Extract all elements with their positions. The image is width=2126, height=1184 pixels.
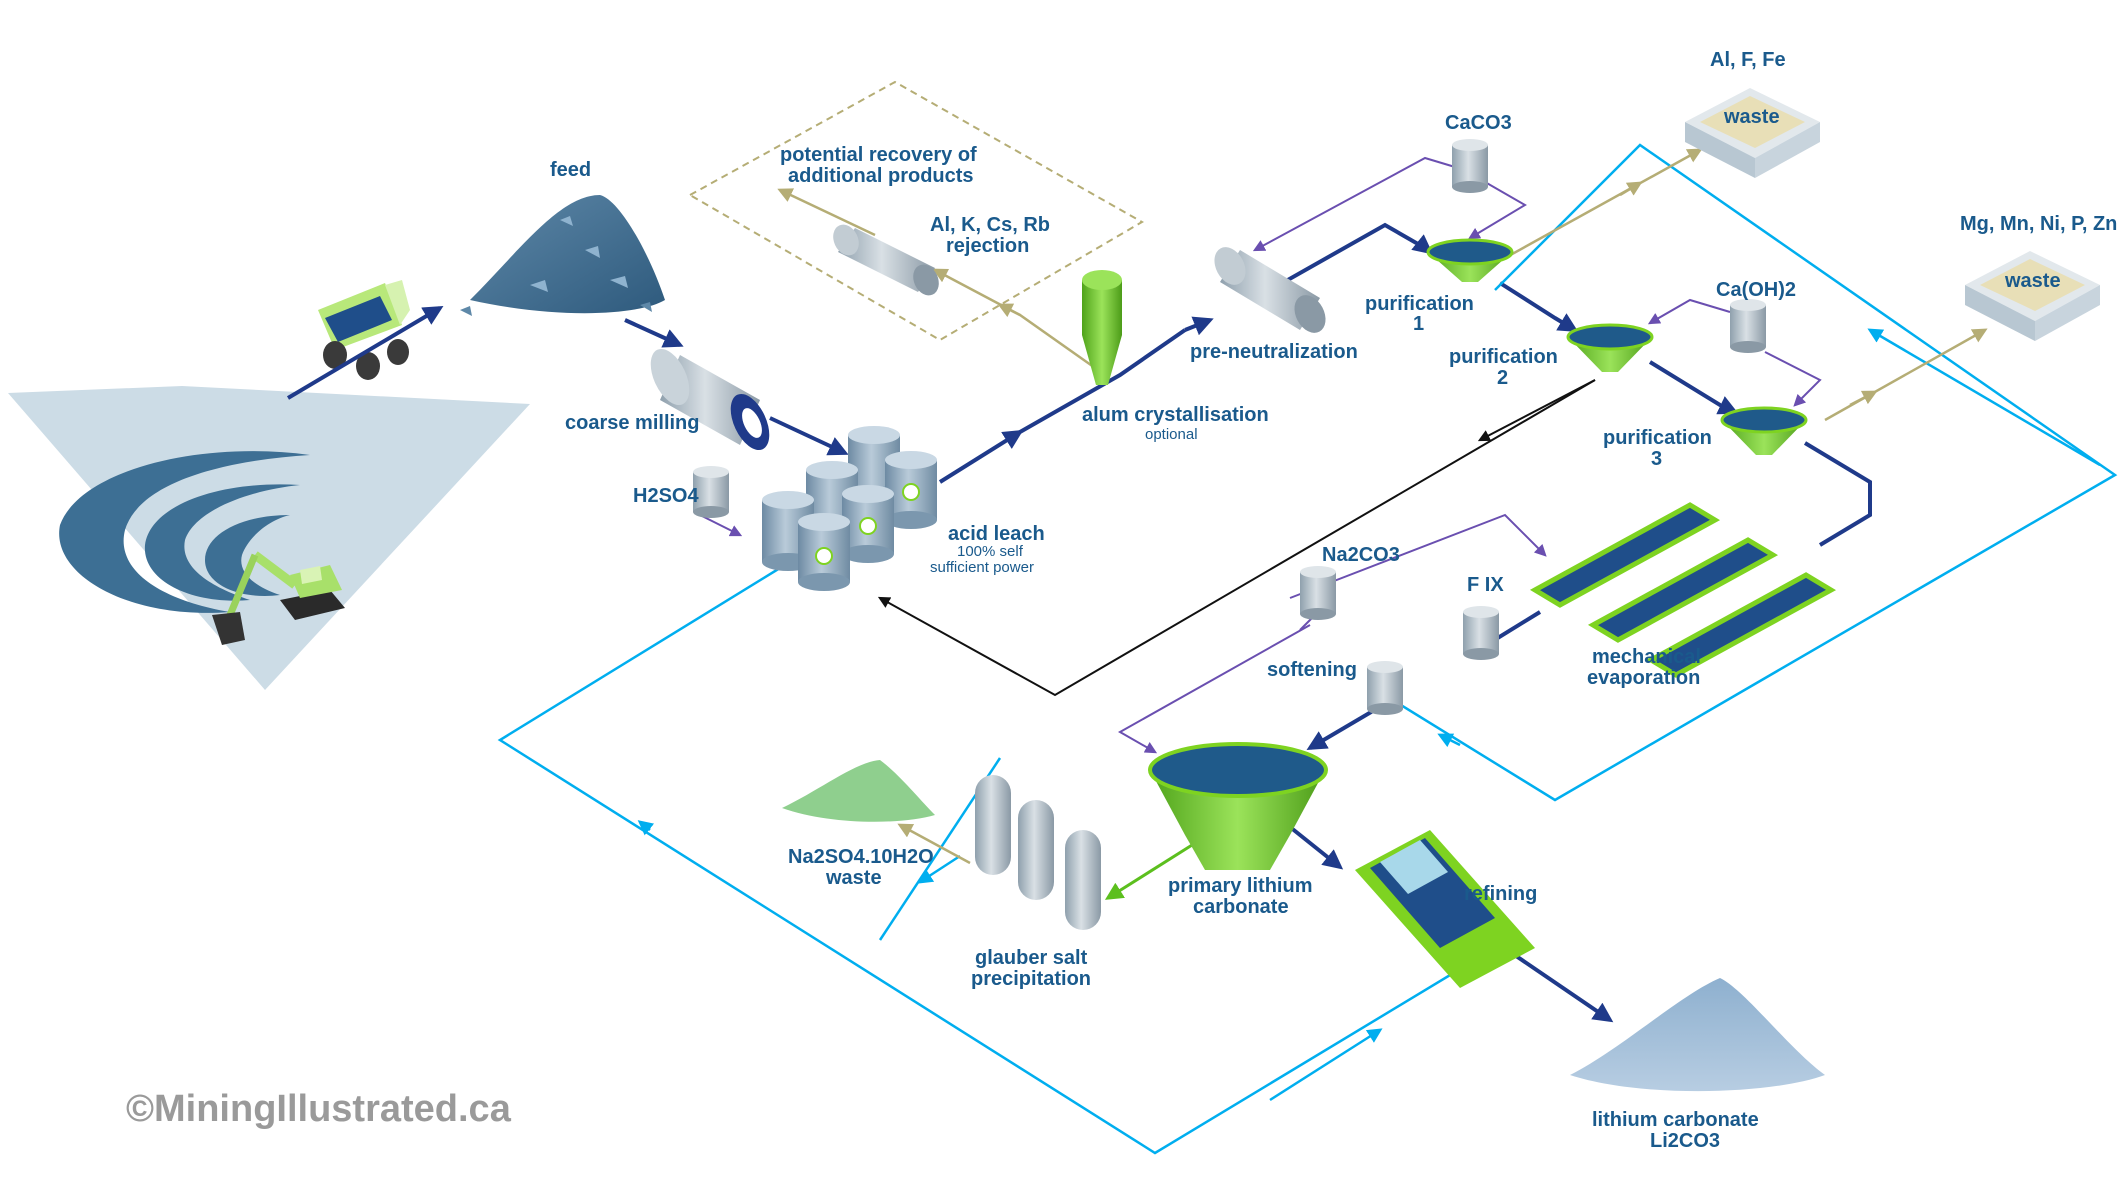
- purification-2-clarifier: [1566, 323, 1654, 372]
- excavator-icon: [212, 551, 345, 645]
- label-h2so4: H2SO4: [633, 485, 699, 507]
- label-primary-li-1: primary lithium: [1168, 875, 1313, 897]
- pre-neutralization-vessel: [1214, 247, 1326, 333]
- process-lines: [286, 222, 1872, 1023]
- label-potential-recovery-2: additional products: [788, 165, 974, 187]
- li-carbonate-pile: [1570, 978, 1825, 1092]
- label-mechanical-evap-2: evaporation: [1587, 667, 1701, 689]
- label-purification-1a: purification: [1365, 293, 1474, 315]
- label-li-carbonate-2: Li2CO3: [1650, 1130, 1721, 1152]
- label-purification-3a: purification: [1603, 427, 1712, 449]
- purification-3-clarifier: [1720, 406, 1808, 455]
- glauber-salt-vessels: [975, 775, 1101, 930]
- softening-tank: [1367, 661, 1403, 715]
- recycle-loop: [497, 143, 2118, 1155]
- acid-leach-tanks: [762, 426, 937, 591]
- purification-1-clarifier: [1426, 238, 1514, 282]
- h2so4-tank: [693, 466, 729, 518]
- label-waste-top: waste: [1724, 106, 1780, 128]
- label-softening: softening: [1267, 659, 1357, 681]
- waste-bin-right: [1965, 251, 2100, 341]
- label-waste-top-elements: Al, F, Fe: [1710, 49, 1786, 71]
- return-line: [877, 379, 1596, 697]
- open-pit-mine: [8, 386, 530, 690]
- caco3-tank: [1452, 139, 1488, 193]
- label-na2so4-2: waste: [826, 867, 882, 889]
- label-acid-leach: acid leach: [948, 523, 1045, 545]
- label-purification-2b: 2: [1497, 367, 1509, 389]
- glauber-feed-line: [1104, 838, 1201, 900]
- label-caoh2: Ca(OH)2: [1716, 279, 1797, 301]
- label-alum: alum crystallisation: [1082, 404, 1269, 426]
- label-na2so4-1: Na2SO4.10H2O: [788, 846, 934, 868]
- copyright-credit: ©MiningIllustrated.ca: [126, 1088, 511, 1130]
- label-li-carbonate-1: lithium carbonate: [1592, 1109, 1759, 1131]
- label-waste-right-elements: Mg, Mn, Ni, P, Zn: [1960, 213, 2118, 235]
- label-na2co3: Na2CO3: [1322, 544, 1400, 566]
- label-waste-right: waste: [2005, 270, 2061, 292]
- label-alum-note: optional: [1145, 426, 1198, 443]
- label-purification-3b: 3: [1651, 448, 1663, 470]
- label-feed: feed: [550, 159, 592, 181]
- alum-crystalliser: [1082, 270, 1122, 385]
- primary-li-carbonate-clarifier: [1148, 742, 1328, 870]
- caoh2-tank: [1730, 299, 1766, 353]
- rejection-vessel: [833, 224, 939, 296]
- coarse-mill: [650, 348, 770, 451]
- na2co3-tank: [1300, 566, 1336, 620]
- lightbulb-icon: [815, 483, 920, 565]
- label-acid-leach-note-2: sufficient power: [930, 559, 1034, 576]
- label-pre-neutralization: pre-neutralization: [1190, 341, 1358, 363]
- label-refining: refining: [1464, 883, 1538, 905]
- recovery-dashed-box: [687, 80, 1145, 342]
- label-fix: F IX: [1467, 574, 1504, 596]
- label-glauber-1: glauber salt: [975, 947, 1088, 969]
- waste-lines: [777, 148, 1988, 865]
- label-mechanical-evap-1: mechanical: [1592, 646, 1701, 668]
- label-primary-li-2: carbonate: [1193, 896, 1289, 918]
- reagent-lines: [699, 156, 1822, 754]
- fix-tank: [1463, 606, 1499, 660]
- waste-bin-top: [1685, 88, 1820, 178]
- na2so4-waste-pile: [782, 760, 935, 822]
- feed-pile: [460, 195, 665, 316]
- evaporation-ponds: [1529, 502, 1837, 678]
- label-acid-leach-note-1: 100% self: [957, 543, 1023, 560]
- label-potential-recovery-1: potential recovery of: [780, 144, 977, 166]
- label-caco3: CaCO3: [1445, 112, 1512, 134]
- label-rejection-1: Al, K, Cs, Rb: [930, 214, 1051, 236]
- haul-truck-icon: [318, 280, 410, 380]
- label-coarse-milling: coarse milling: [565, 412, 700, 434]
- label-purification-1b: 1: [1413, 313, 1425, 335]
- label-purification-2a: purification: [1449, 346, 1558, 368]
- refining-unit: [1355, 830, 1535, 988]
- label-rejection-2: rejection: [946, 235, 1030, 257]
- label-glauber-2: precipitation: [971, 968, 1092, 990]
